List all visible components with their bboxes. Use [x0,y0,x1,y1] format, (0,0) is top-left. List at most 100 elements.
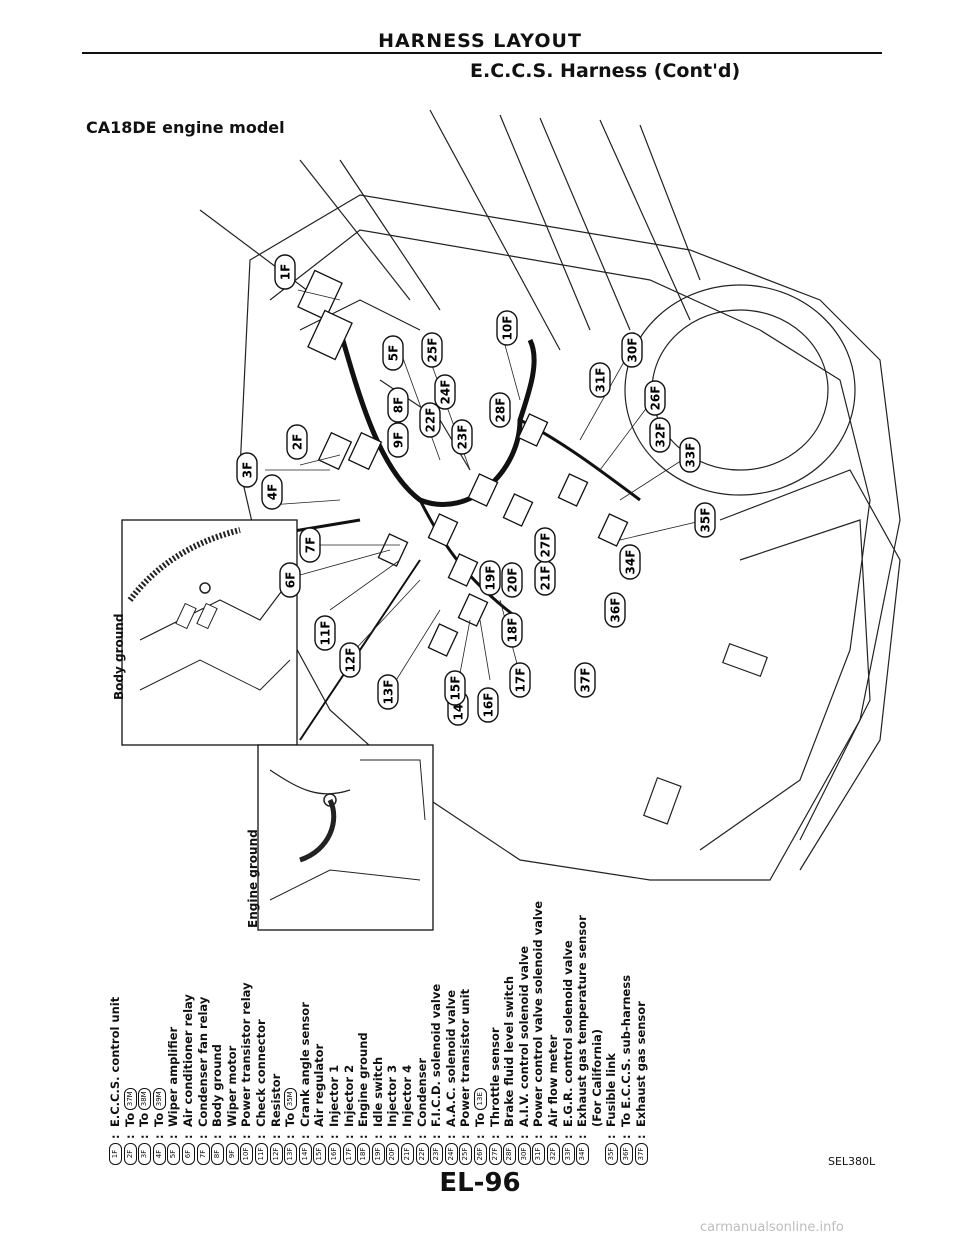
callout-label: 22F [424,408,438,433]
callout-label: 18F [506,618,520,643]
legend-description: Exhaust gas sensor [633,1001,648,1127]
callout-label: 16F [482,693,496,718]
legend-separator: : [283,1134,298,1139]
page-subtitle: E.C.C.S. Harness (Cont'd) [470,60,741,82]
callout-label: 19F [484,566,498,591]
callout-oval [299,527,321,563]
legend-row: 35F:Fusible link [604,645,619,1165]
legend-code: 20F [386,1143,400,1165]
callout-5f: 5F [382,335,404,371]
legend-code: 4F [152,1143,166,1165]
callout-label: 9F [392,432,406,449]
legend-row: 20F:Injector 3 [385,645,400,1165]
callout-oval [382,335,404,371]
legend-description: Resistor [268,1073,283,1127]
legend-code: 9F [225,1143,239,1165]
callout-label: 24F [439,380,453,405]
callout-label: 13F [382,680,396,705]
legend-separator: : [385,1134,400,1139]
legend-code: 19F [371,1143,385,1165]
callout-oval [421,332,443,368]
legend-description: Injector 1 [327,1064,341,1127]
callout-oval [236,452,258,488]
callout-oval [574,662,596,698]
legend-description: Air flow meter [546,1034,560,1127]
callout-oval [604,592,626,628]
legend-separator: : [604,1134,619,1139]
legend-separator: : [516,1134,531,1139]
callout-oval [274,254,296,290]
legend-code: 15F [313,1143,327,1165]
callout-oval [339,642,361,678]
legend-code: 14F [298,1143,312,1165]
legend-row: 4F:To39M [152,645,166,1165]
legend-description: To35M [283,1087,298,1127]
legend-separator: : [473,1134,487,1139]
legend-separator: : [633,1134,648,1139]
callout-oval [649,417,671,453]
legend-description: Exhaust gas temperature sensor [575,915,590,1127]
legend-description: F.I.C.D. solenoid valve [429,983,444,1127]
legend-separator: : [400,1134,414,1139]
callout-2f: 2F [286,424,308,460]
legend-code: 8F [211,1143,225,1165]
callout-26f: 26F [644,380,666,416]
callout-label: 1F [279,264,293,281]
legend-description: To E.C.C.S. sub-harness [619,974,633,1127]
legend-code: 33F [561,1143,575,1165]
callout-label: 6F [284,572,298,589]
callout-oval [451,419,473,455]
legend-row: 33F:E.G.R. control solenoid valve [561,645,575,1165]
legend-code: 25F [459,1143,473,1165]
header-rule [82,52,882,54]
legend-row: 24F:A.A.C. solenoid valve [444,645,458,1165]
legend-description: Injector 4 [400,1064,414,1127]
callout-1f: 1F [274,254,296,290]
callout-37f: 37F [574,662,596,698]
legend-description: Throttle sensor [487,1027,502,1127]
legend-description: Wiper motor [224,1045,239,1127]
legend-separator: : [458,1134,473,1139]
legend-code: 22F [415,1143,429,1165]
legend-description: Air conditioner relay [181,994,195,1127]
callout-10f: 10F [496,310,518,346]
legend-ref-code: 37M [123,1087,137,1110]
callout-oval [619,544,641,580]
legend-row: 34F:Exhaust gas temperature sensor [575,645,590,1165]
legend-description: A.A.C. solenoid valve [443,989,458,1127]
legend-separator: : [619,1134,633,1139]
callout-label: 3F [241,462,255,479]
callout-18f: 18F [501,612,523,648]
callout-oval [644,380,666,416]
callout-label: 2F [291,434,305,451]
callout-label: 17F [514,668,528,693]
legend-row: 14F:Crank angle sensor [298,645,312,1165]
legend-description: E.G.R. control solenoid valve [560,940,575,1127]
callout-label: 20F [506,568,520,593]
legend-code: 21F [401,1143,414,1165]
legend-row: 8F:Body ground [210,645,225,1165]
callout-oval [479,560,501,596]
callout-oval [501,612,523,648]
legend-code: 37F [634,1143,648,1165]
callout-36f: 36F [604,592,626,628]
legend-code: 32F [547,1143,560,1165]
legend-separator: : [356,1134,371,1139]
legend-description: Wiper amplifier [166,1026,181,1127]
legend-row: 3F:To38M [137,645,152,1165]
legend-description: E.C.C.S. control unit [108,996,122,1127]
legend-row: 5F:Wiper amplifier [166,645,181,1165]
legend-description: Check connector [254,1019,268,1127]
callout-oval [501,562,523,598]
legend-row: 10F:Power transistor relay [239,645,254,1165]
callout-label: 5F [387,345,401,362]
legend-ref-code: 13E [474,1087,487,1110]
legend-description: To39M [152,1087,166,1127]
legend-row: 11F:Check connector [254,645,268,1165]
legend-separator: : [254,1134,268,1139]
callout-21f: 21F [534,560,556,596]
legend-code: 2F [123,1143,137,1165]
legend-code: 18F [357,1143,371,1165]
legend-separator: : [312,1134,327,1139]
